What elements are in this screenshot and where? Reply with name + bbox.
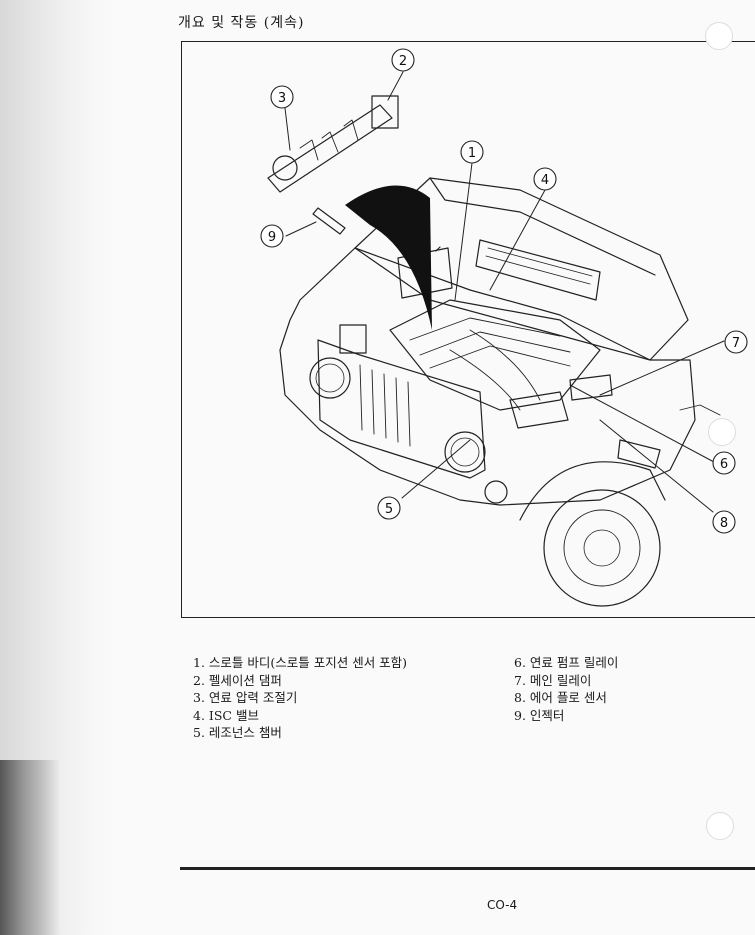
callout-1: 1 [468,146,476,161]
fuel-rail [267,104,393,193]
injector [312,207,346,235]
coolant-reservoir [339,324,367,354]
grille [317,339,486,479]
front-wheel [543,489,661,607]
footer-rule [180,867,755,870]
legend-right-column: 6. 연료 펌프 릴레이 7. 메인 릴레이 8. 에어 플로 센서 9. 인젝… [514,654,618,724]
page-number: CO-4 [487,898,518,912]
hood-outline [354,177,689,361]
legend-item-5: 5. 레조넌스 챔버 [193,725,282,740]
engine-block [389,299,601,411]
figure-frame [181,41,755,618]
callout-2: 2 [399,54,407,69]
callout-5: 5 [385,502,393,517]
legend-item-2: 2. 펠세이션 댐퍼 [193,672,282,688]
legend-item-3: 3. 연료 압력 조절기 [193,690,298,705]
binder-hole-top [705,22,733,50]
callout-9: 9 [268,230,276,245]
section-title: 개요 및 작동 (계속) [178,15,305,31]
left-headlight [309,357,351,399]
battery [397,247,453,299]
legend-item-8: 8. 에어 플로 센서 [514,690,607,705]
pressure-regulator-body [272,155,298,181]
legend-item-1: 1. 스로틀 바디(스로틀 포지션 센서 포함) [193,655,408,670]
callout-6: 6 [720,457,728,472]
callout-8: 8 [720,516,728,531]
legend-item-7: 7. 메인 릴레이 [514,672,592,688]
binder-hole-middle [708,418,736,446]
air-cleaner-box [509,391,569,429]
legend-item-9: 9. 인젝터 [514,707,565,723]
legend-item-6: 6. 연료 펌프 릴레이 [514,655,619,670]
vehicle-body-outline [279,247,696,506]
right-headlight [444,431,486,473]
location-arrow [345,185,432,330]
callout-3: 3 [278,91,286,106]
book-binding-edge [0,760,60,935]
legend-item-4: 4. ISC 밸브 [193,707,259,723]
callout-4: 4 [541,173,549,188]
callout-7: 7 [732,336,740,351]
binder-hole-bottom [706,812,734,840]
legend-left-column: 1. 스로틀 바디(스로틀 포지션 센서 포함) 2. 펠세이션 댐퍼 3. 연… [193,654,407,742]
